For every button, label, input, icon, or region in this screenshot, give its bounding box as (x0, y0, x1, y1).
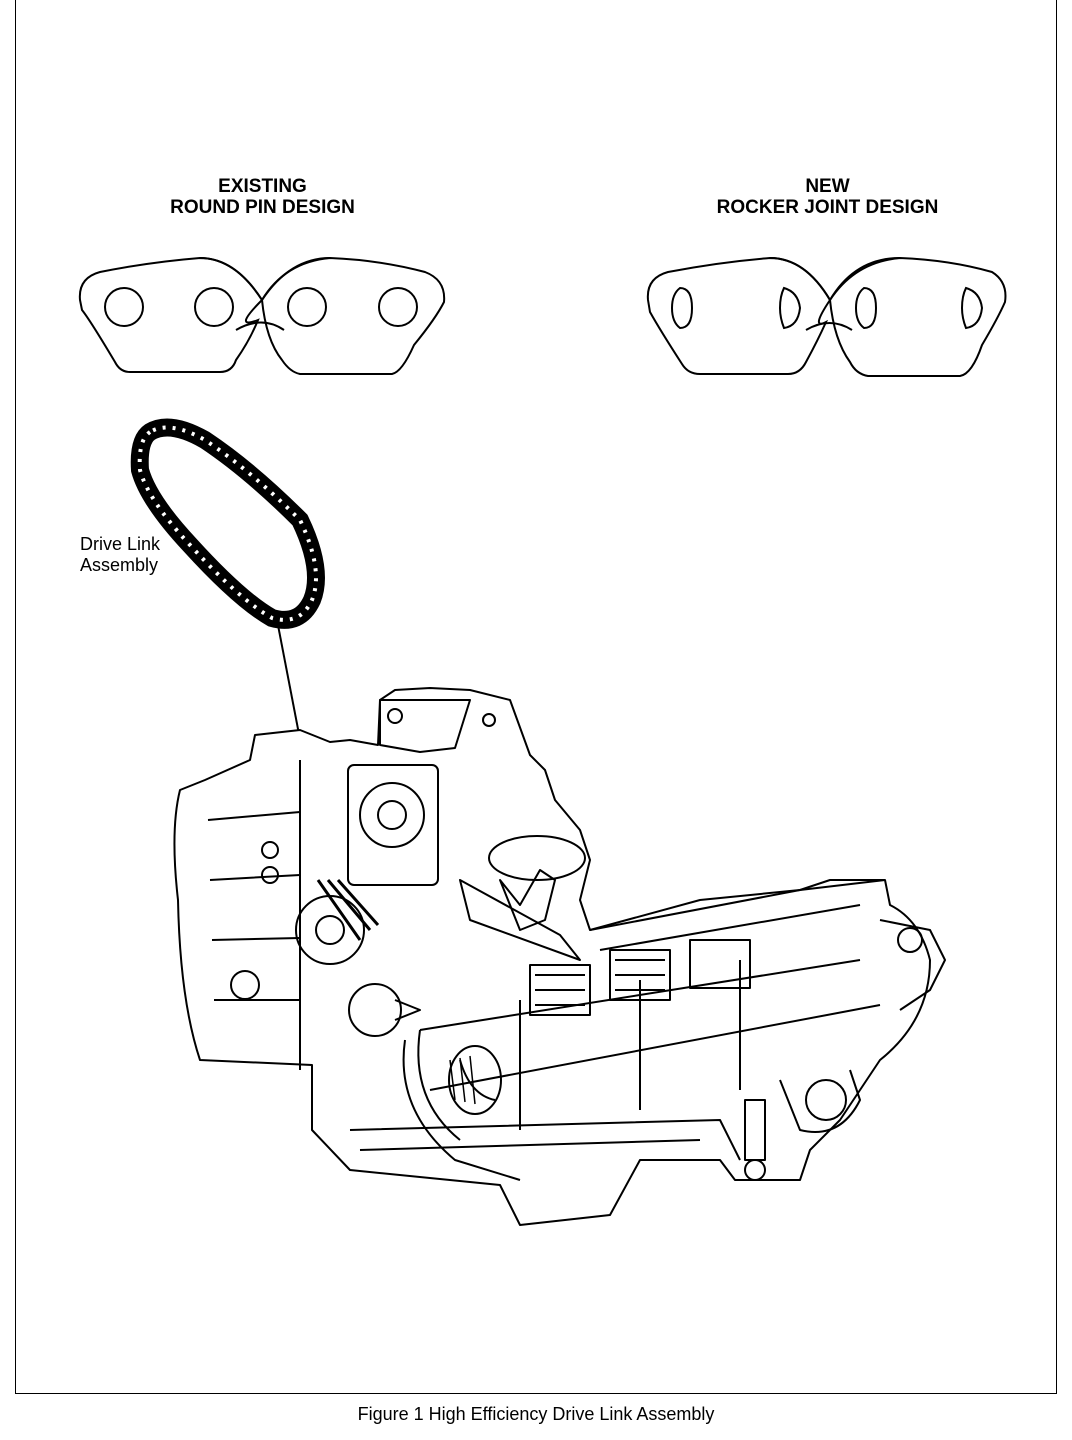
drive-link-callout-label: Drive Link Assembly (80, 534, 160, 576)
existing-design-line1: EXISTING (218, 176, 307, 197)
existing-design-line2: ROUND PIN DESIGN (170, 197, 355, 218)
callout-line1: Drive Link (80, 534, 161, 554)
existing-design-heading: EXISTING ROUND PIN DESIGN (130, 176, 395, 218)
new-design-line1: NEW (805, 176, 850, 197)
round-pin-link-plates (78, 256, 446, 375)
new-design-line2: ROCKER JOINT DESIGN (716, 197, 939, 218)
transmission-cutaway-illustration (173, 687, 946, 1226)
figure-frame (15, 0, 1057, 1394)
rocker-joint-link-plates (646, 256, 1007, 377)
figure-caption: Figure 1 High Efficiency Drive Link Asse… (357, 1404, 715, 1424)
new-design-heading: NEW ROCKER JOINT DESIGN (690, 176, 965, 218)
drive-link-chain (130, 418, 325, 629)
callout-line2: Assembly (80, 555, 159, 575)
